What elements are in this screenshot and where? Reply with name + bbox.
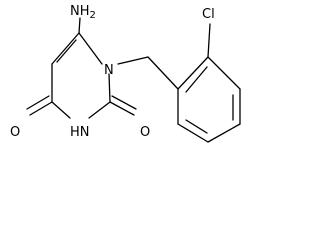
bond-ar-cl	[207, 23, 211, 58]
bond-c6-n1	[78, 32, 103, 65]
bond-c2-n1	[108, 73, 111, 103]
bond-c6-c5-double	[56, 39, 77, 63]
chloro-label: Cl	[202, 7, 215, 22]
bond-n1-ch2	[117, 56, 149, 65]
oxo-4-label: O	[10, 125, 20, 140]
bond-c6-c5	[51, 32, 80, 65]
bond-c2-o-double	[111, 95, 137, 110]
oxo-2-label: O	[140, 125, 150, 140]
bond-c2-o	[109, 101, 135, 116]
bond-ar-double-c	[185, 119, 208, 134]
bond-c4-o	[29, 101, 53, 116]
structure-canvas: NH2 N HN O O Cl	[0, 0, 254, 147]
bond-c4-o-double	[26, 95, 50, 110]
bond-ar-double-a	[185, 66, 208, 93]
bond-ar-5-6	[177, 123, 209, 143]
molecule-drawing: NH2 N HN O O Cl	[10, 4, 241, 143]
bond-c6-amino	[78, 17, 81, 34]
amino-label: NH2	[70, 4, 96, 21]
bond-ar-4-5	[207, 123, 241, 143]
bond-ch2-aryl	[147, 56, 179, 90]
bond-ar-2-3	[207, 56, 241, 90]
ring-nh-label: HN	[70, 125, 90, 140]
bond-c4-n3	[51, 101, 71, 119]
ring-n1-label: N	[104, 63, 114, 78]
bond-n3-c2	[88, 101, 111, 119]
bond-ar-1-2	[177, 56, 209, 90]
